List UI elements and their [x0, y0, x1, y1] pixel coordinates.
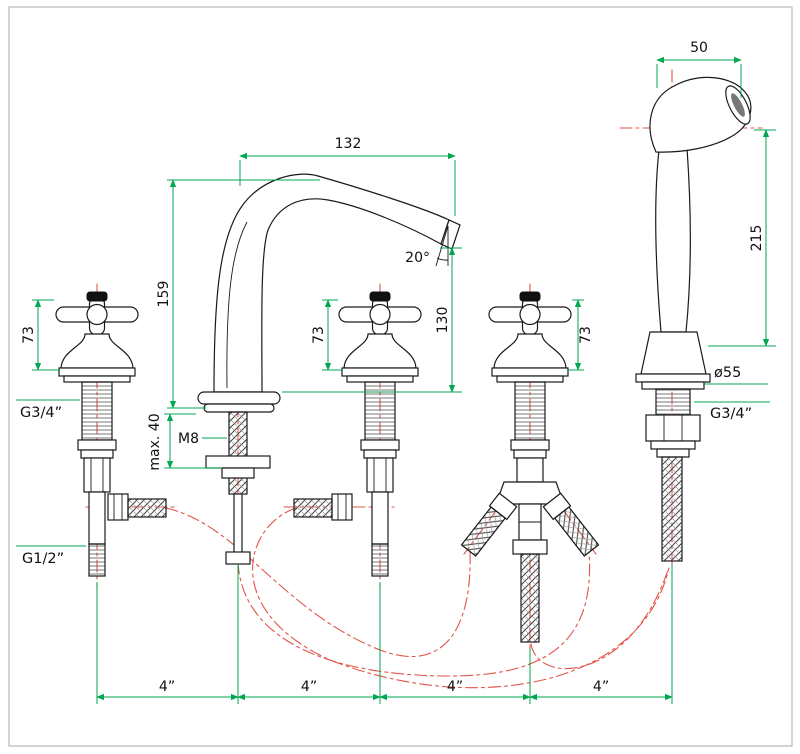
- hose-route-spout: [237, 551, 591, 677]
- dim-73-right-label: 73: [578, 326, 594, 344]
- pitch-4-label: 4”: [593, 679, 609, 695]
- pitch-3-label: 4”: [447, 679, 463, 695]
- dim-50-label: 50: [690, 40, 708, 56]
- dim-132-label: 132: [335, 136, 362, 152]
- g34-left-label: G3/4”: [20, 405, 62, 421]
- drawing-border: [8, 6, 793, 747]
- hose-route-left: [165, 507, 471, 657]
- hose-route-mid: [252, 507, 670, 689]
- braided-hose-diverter: [520, 553, 540, 643]
- angle-20-label: 20°: [405, 250, 430, 266]
- pitch-2-label: 4”: [301, 679, 317, 695]
- diverter-hose-left: [460, 492, 518, 557]
- dimension-labels: 50 215 132 159 130 73 73 73 20° M8 max. …: [20, 40, 765, 695]
- dim-73-middle-label: 73: [311, 326, 327, 344]
- threaded-stud: [228, 411, 248, 495]
- spout: [197, 173, 461, 565]
- mounting-bracket: [205, 455, 271, 469]
- handshower-cone: [640, 331, 707, 375]
- handshower-handle: [655, 147, 691, 333]
- handshower: [635, 76, 752, 562]
- dim-130-label: 130: [435, 307, 451, 334]
- cross-handle-diverter: [488, 291, 572, 459]
- dim-215-label: 215: [749, 225, 765, 252]
- g12-label: G1/2”: [22, 551, 64, 567]
- dim-73-left-label: 73: [21, 326, 37, 344]
- braided-hose-shower: [661, 456, 683, 562]
- braided-hose-left: [127, 498, 167, 518]
- cross-handle-middle: [338, 291, 422, 459]
- valve-diverter: [460, 291, 600, 643]
- cross-handle-left: [55, 291, 139, 459]
- hose-route-shower: [530, 569, 669, 670]
- pitch-1-label: 4”: [159, 679, 175, 695]
- diverter-hose-right: [542, 492, 600, 557]
- braided-hose-middle: [293, 498, 333, 518]
- dim-159-label: 159: [156, 281, 172, 308]
- max-40-label: max. 40: [147, 413, 163, 470]
- dimension-lines: [16, 56, 776, 704]
- m8-label: M8: [178, 431, 199, 447]
- valve-left: [55, 291, 167, 577]
- valve-middle: [293, 291, 422, 577]
- g34-right-label: G3/4”: [710, 406, 752, 422]
- dia-55-label: ø55: [714, 365, 741, 381]
